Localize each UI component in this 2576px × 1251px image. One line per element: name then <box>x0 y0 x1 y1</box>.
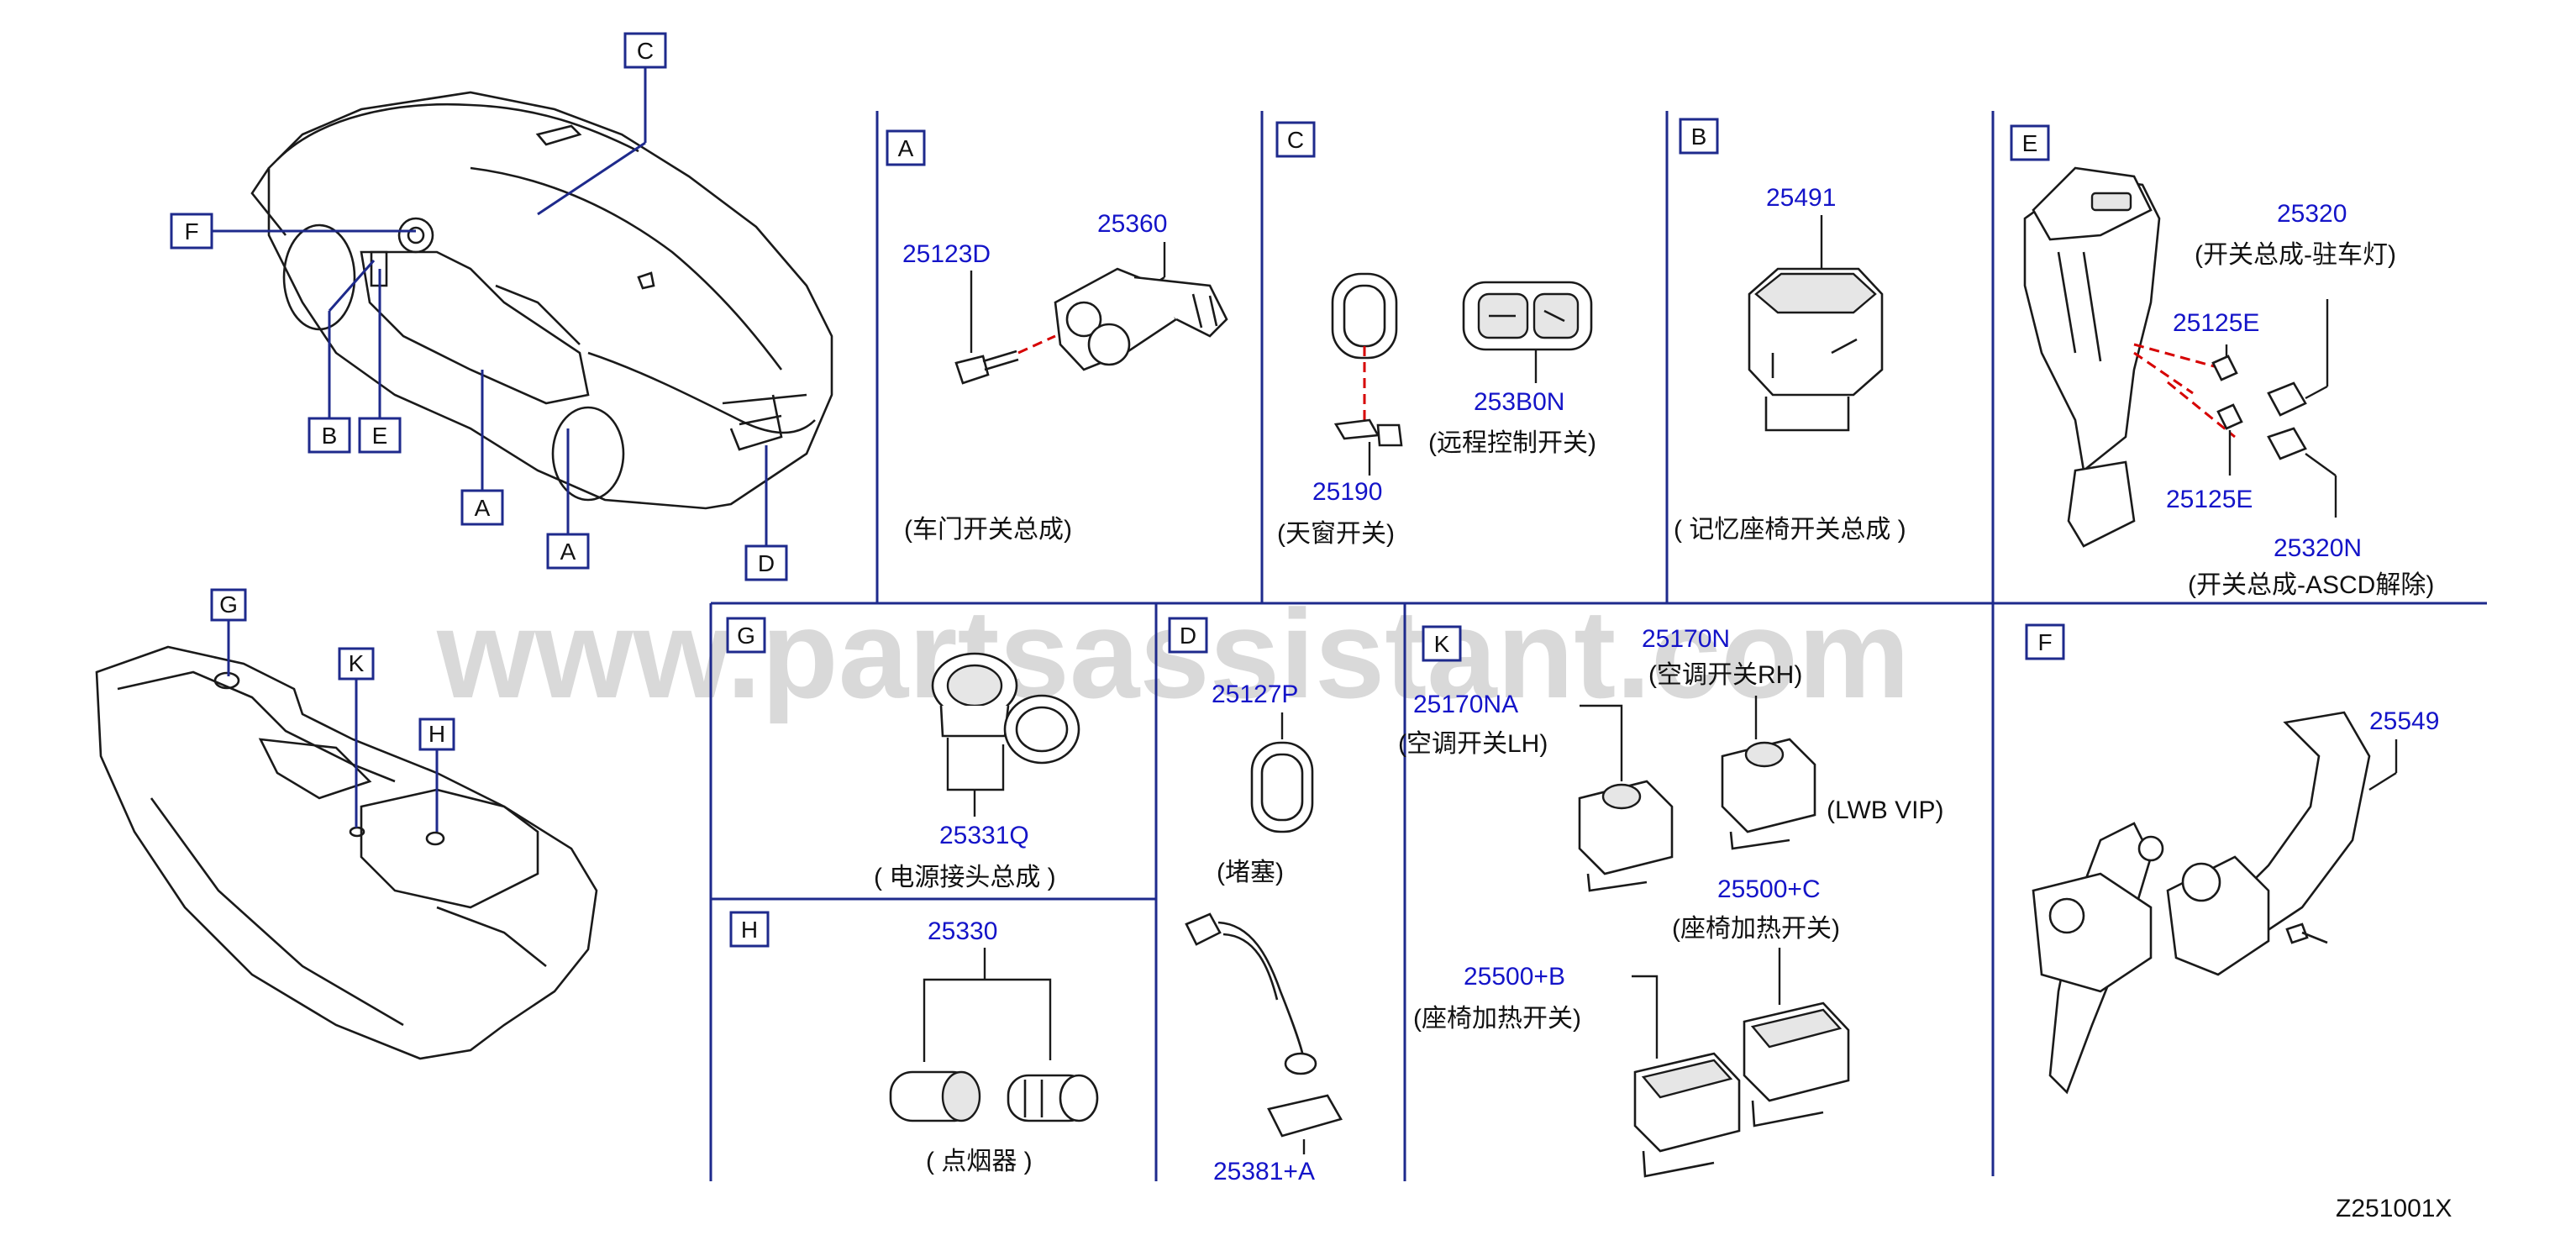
console-overview: G K H <box>95 588 598 1060</box>
panel-grid <box>709 111 2487 1181</box>
location-label-c: C <box>637 38 654 64</box>
panel-c-desc2: (天窗开关) <box>1277 520 1395 548</box>
part-25127P: 25127P <box>1212 681 1298 708</box>
panel-a-label: A <box>898 135 914 161</box>
vehicle-overview <box>250 91 833 510</box>
panel-h: H 25330 ( 点烟器 ) <box>729 911 1099 1175</box>
location-label-k: K <box>349 650 365 676</box>
panel-h-label: H <box>741 917 758 943</box>
location-label-a2: A <box>560 539 576 565</box>
panel-k-note: (LWB VIP) <box>1827 796 1943 824</box>
panel-f-label: F <box>2037 629 2052 655</box>
panel-g-desc: ( 电源接头总成 ) <box>874 864 1056 891</box>
panel-k-desc2: (空调开关RH) <box>1648 661 1802 689</box>
panel-k-label: K <box>1434 631 1450 657</box>
part-25170N: 25170N <box>1642 625 1730 653</box>
panel-k: K 25170N (空调开关RH) 25170NA (空调开关LH) (LWB … <box>1398 625 1943 1178</box>
watermark: www.partsassistant.com <box>436 583 1910 724</box>
part-25331Q: 25331Q <box>939 822 1029 849</box>
location-callouts: C F B E A A D <box>170 32 788 581</box>
part-25190: 25190 <box>1312 478 1382 506</box>
panel-e-label: E <box>2022 130 2038 156</box>
panel-k-desc1: (空调开关LH) <box>1398 730 1548 758</box>
panel-f: F 25549 <box>2025 623 2439 1095</box>
panel-e-desc4: (开关总成-ASCD解除) <box>2188 571 2434 599</box>
part-25320: 25320 <box>2277 200 2347 228</box>
part-25125E-lower: 25125E <box>2166 486 2253 513</box>
location-label-d: D <box>758 550 775 576</box>
panel-g-label: G <box>737 623 755 649</box>
part-25170NA: 25170NA <box>1413 691 1518 718</box>
part-25491: 25491 <box>1766 184 1836 212</box>
panel-b: B 25491 ( 记忆座椅开关总成 ) <box>1674 118 1906 544</box>
panel-g: G 25331Q ( 电源接头总成 ) <box>726 617 1080 891</box>
location-label-f: F <box>184 218 198 244</box>
diagram-code: Z251001X <box>2336 1195 2452 1222</box>
panel-e-desc1: (开关总成-驻车灯) <box>2195 241 2396 269</box>
location-label-b: B <box>322 423 338 449</box>
panel-d: D 25127P (堵塞) 25381+A <box>1168 617 1343 1185</box>
location-label-e: E <box>372 423 388 449</box>
part-25125E-upper: 25125E <box>2173 309 2259 337</box>
part-25320N: 25320N <box>2274 534 2362 562</box>
panel-e: E 25320 (开关总成-驻车灯) 25125E 25125E 25320N … <box>2010 124 2434 599</box>
part-25500B: 25500+B <box>1464 963 1565 991</box>
part-25123D: 25123D <box>902 240 991 268</box>
part-25360: 25360 <box>1097 210 1167 238</box>
panel-a-desc: (车门开关总成) <box>904 516 1072 544</box>
panel-d-desc1: (堵塞) <box>1217 859 1284 886</box>
part-25330: 25330 <box>928 917 997 945</box>
panel-h-desc: ( 点烟器 ) <box>926 1148 1033 1175</box>
panel-d-label: D <box>1180 623 1196 649</box>
panel-b-label: B <box>1691 124 1707 150</box>
panel-b-desc: ( 记忆座椅开关总成 ) <box>1674 516 1906 544</box>
part-25549: 25549 <box>2369 707 2439 735</box>
panel-c-desc1: (远程控制开关) <box>1428 429 1596 457</box>
location-label-h: H <box>428 721 445 747</box>
panel-c: C 25190 (天窗开关) 253B0N (远程控制开关) <box>1275 121 1596 548</box>
panel-k-desc3: (座椅加热开关) <box>1672 915 1840 943</box>
part-253B0N: 253B0N <box>1474 388 1564 416</box>
panel-k-desc4: (座椅加热开关) <box>1413 1005 1581 1033</box>
location-label-a1: A <box>475 495 491 521</box>
part-25381A: 25381+A <box>1213 1158 1315 1185</box>
panel-a: A 25123D 25360 (车门开关总成) <box>886 129 1228 544</box>
location-label-g: G <box>219 591 238 618</box>
panel-c-label: C <box>1287 127 1304 153</box>
part-25500C: 25500+C <box>1717 875 1821 903</box>
